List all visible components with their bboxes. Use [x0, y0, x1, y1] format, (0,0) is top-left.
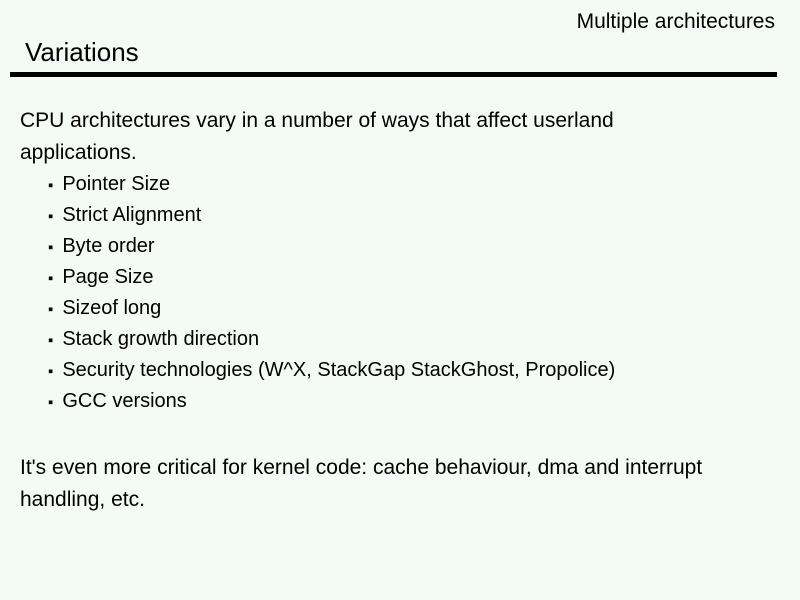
bullet-square-icon: ▪	[48, 301, 54, 318]
bullet-square-icon: ▪	[48, 208, 54, 225]
bullet-square-icon: ▪	[48, 363, 54, 380]
bullet-square-icon: ▪	[48, 177, 54, 194]
title-divider	[10, 72, 777, 77]
intro-paragraph: CPU architectures vary in a number of wa…	[20, 109, 614, 164]
outro-paragraph: It's even more critical for kernel code:…	[20, 456, 703, 511]
bullet-square-icon: ▪	[48, 270, 54, 287]
list-item: ▪ Security technologies (W^X, StackGap S…	[48, 355, 615, 386]
list-item-label: GCC versions	[62, 390, 187, 412]
bullet-list: ▪ Pointer Size ▪ Strict Alignment ▪ Byte…	[48, 169, 615, 417]
list-item: ▪ Strict Alignment	[48, 200, 615, 231]
bullet-square-icon: ▪	[48, 332, 54, 349]
slide-header-right: Multiple architectures	[576, 10, 775, 33]
list-item: ▪ Stack growth direction	[48, 324, 615, 355]
bullet-square-icon: ▪	[48, 239, 54, 256]
list-item-label: Security technologies (W^X, StackGap Sta…	[62, 359, 616, 381]
list-item-label: Stack growth direction	[62, 328, 260, 350]
list-item-label: Strict Alignment	[62, 204, 202, 226]
list-item-label: Byte order	[62, 235, 155, 257]
list-item-label: Pointer Size	[62, 173, 171, 195]
list-item: ▪ Sizeof long	[48, 293, 615, 324]
list-item: ▪ GCC versions	[48, 386, 615, 417]
page-title: Variations	[25, 37, 139, 67]
list-item-label: Page Size	[62, 266, 154, 288]
list-item-label: Sizeof long	[62, 297, 162, 319]
list-item: ▪ Pointer Size	[48, 169, 615, 200]
bullet-square-icon: ▪	[48, 394, 54, 411]
list-item: ▪ Page Size	[48, 262, 615, 293]
list-item: ▪ Byte order	[48, 231, 615, 262]
